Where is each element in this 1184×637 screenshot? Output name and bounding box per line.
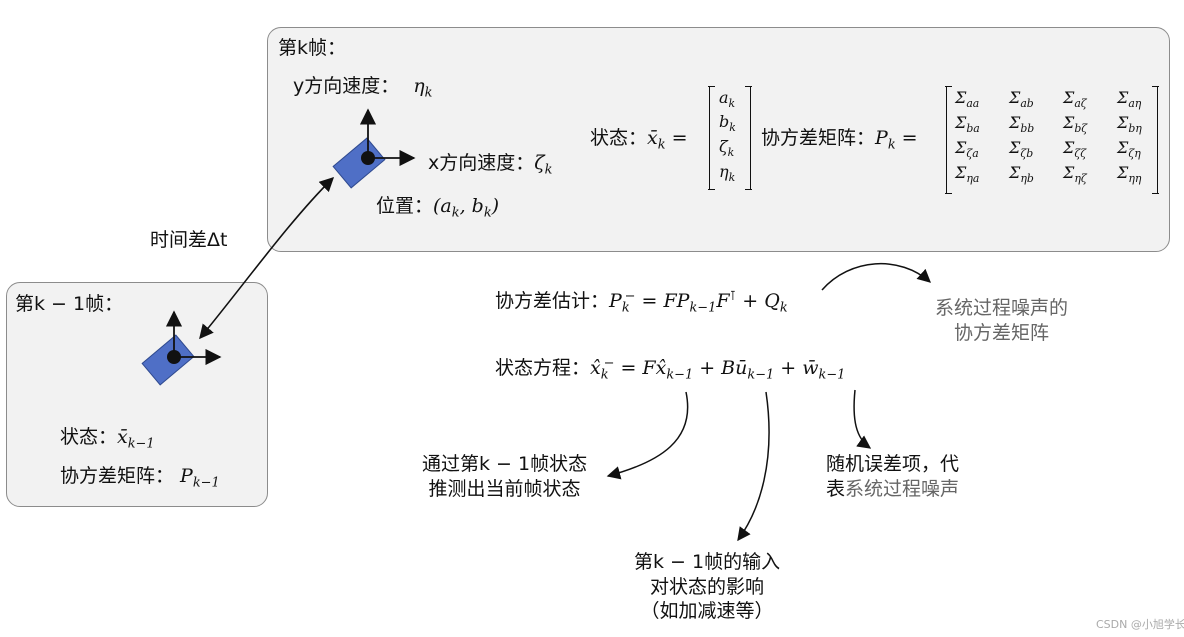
cov-cell: Σζη xyxy=(1117,138,1141,160)
state-vector-eta: ηk xyxy=(719,162,736,184)
sv-b: b xyxy=(719,112,730,131)
frame-k-title: 第k帧： xyxy=(278,37,347,60)
watermark: CSDN @小旭学长 xyxy=(1096,618,1184,632)
state-vector-a: ak xyxy=(719,88,736,110)
note-random-line1: 随机误差项，代 xyxy=(826,453,960,475)
state-vector-matrix xyxy=(708,86,752,190)
cov-estimate: 协方差估计：Pk− = FPk−1F⊺ + Qk xyxy=(495,289,788,316)
state-equation-label: 状态方程： xyxy=(495,357,591,380)
state-vector-zeta: ζk xyxy=(719,137,735,159)
note-input-line3: （如加减速等） xyxy=(640,600,774,623)
note-random: 随机误差项，代 表系统过程噪声 xyxy=(826,452,959,501)
state-label-text: 状态： xyxy=(590,127,648,149)
sv-zeta: ζ xyxy=(719,137,728,156)
note-input-line2: 对状态的影响 xyxy=(650,575,765,598)
cov-estimate-formula: Pk− = FPk−1F⊺ + Qk xyxy=(609,289,788,316)
frame-k1-title-text: 第k − 1帧： xyxy=(15,293,124,315)
frame-k-panel xyxy=(267,27,1170,252)
note-random-line2-gray: 系统过程噪声 xyxy=(845,477,960,500)
random-note-arrow xyxy=(853,389,872,449)
cov-cell: Σζb xyxy=(1009,138,1034,160)
qk-note-arrow xyxy=(821,263,932,291)
note-infer: 通过第k − 1帧状态 推测出当前帧状态 xyxy=(422,452,587,501)
position-label-text: 位置： xyxy=(376,195,434,217)
cov-label: 协方差矩阵：Pk = xyxy=(761,127,918,153)
cov-cell: Σζa xyxy=(955,138,979,160)
frame-k1-cov-label: 协方差矩阵： xyxy=(60,465,175,487)
sv-a: a xyxy=(719,88,729,107)
state-symbol: x̄k xyxy=(647,127,666,153)
cov-cell: Σba xyxy=(955,113,980,135)
vy-sym-text: η xyxy=(413,75,425,97)
note-infer-line2: 推测出当前帧状态 xyxy=(428,477,581,500)
frame-k1-state-label: 状态： xyxy=(60,426,118,448)
cov-cell: Σbζ xyxy=(1063,113,1088,135)
cov-cell: Σaζ xyxy=(1063,88,1087,110)
frame-k1-state-symbol: x̄k−1 xyxy=(117,426,155,452)
frame-k-title-text: 第k帧： xyxy=(278,37,347,59)
vy-symbol: ηk xyxy=(413,75,433,101)
position-label: 位置：(ak, bk) xyxy=(376,195,500,221)
note-noise-cov: 系统过程噪声的 协方差矩阵 xyxy=(935,296,1068,345)
note-infer-line1: 通过第k − 1帧状态 xyxy=(422,453,588,475)
cov-cell: Σηb xyxy=(1009,163,1034,185)
cov-estimate-label: 协方差估计： xyxy=(495,290,610,313)
cov-matrix xyxy=(945,86,1159,194)
input-note-arrow xyxy=(737,391,770,542)
cov-cell: Σζζ xyxy=(1063,138,1087,160)
vx-sym-text: ζ xyxy=(534,152,545,174)
watermark-text: CSDN @小旭学长 xyxy=(1096,618,1184,631)
cov-cell: Σaη xyxy=(1117,88,1142,110)
position-value: (ak, bk) xyxy=(433,195,500,221)
vx-label-text: x方向速度： xyxy=(428,152,535,174)
cov-cell: Σηζ xyxy=(1063,163,1087,185)
state-equation: 状态方程：x̂k− = Fx̂k−1 + Būk−1 + w̄k−1 xyxy=(495,356,846,383)
frame-k1-title: 第k − 1帧： xyxy=(15,293,124,316)
time-diff-arrow xyxy=(199,176,335,340)
vy-label: y方向速度： ηk xyxy=(293,75,433,101)
vehicle-frame-k-minus-1 xyxy=(141,310,222,386)
note-input: 第k − 1帧的输入 对状态的影响 （如加减速等） xyxy=(634,550,780,624)
cov-cell: Σbη xyxy=(1117,113,1142,135)
note-input-line1: 第k − 1帧的输入 xyxy=(634,551,781,573)
cov-cell: Σηa xyxy=(955,163,980,185)
state-equation-formula: x̂k− = Fx̂k−1 + Būk−1 + w̄k−1 xyxy=(590,356,846,383)
state-label: 状态：x̄k = xyxy=(590,127,688,153)
vx-symbol: ζk xyxy=(534,152,553,178)
state-vector-b: bk xyxy=(719,112,736,134)
note-random-line2-prefix: 表 xyxy=(826,477,846,500)
vehicle-frame-k xyxy=(332,108,416,189)
frame-k1-cov-symbol: Pk−1 xyxy=(180,465,220,491)
note-noise-cov-line1: 系统过程噪声的 xyxy=(935,297,1069,319)
note-noise-cov-line2: 协方差矩阵 xyxy=(954,321,1050,344)
vy-label-text: y方向速度： xyxy=(293,75,400,97)
frame-k1-cov: 协方差矩阵：Pk−1 xyxy=(60,465,220,491)
cov-cell: Σbb xyxy=(1009,113,1035,135)
cov-label-text: 协方差矩阵： xyxy=(761,127,876,149)
cov-cell: Σηη xyxy=(1117,163,1142,185)
sv-eta: η xyxy=(719,162,729,181)
infer-note-arrow xyxy=(606,391,689,480)
cov-symbol: Pk xyxy=(875,127,896,153)
cov-cell: Σab xyxy=(1009,88,1034,110)
cov-cell: Σaa xyxy=(955,88,980,110)
vx-label: x方向速度：ζk xyxy=(428,152,553,178)
frame-k1-state: 状态：x̄k−1 xyxy=(60,426,155,452)
